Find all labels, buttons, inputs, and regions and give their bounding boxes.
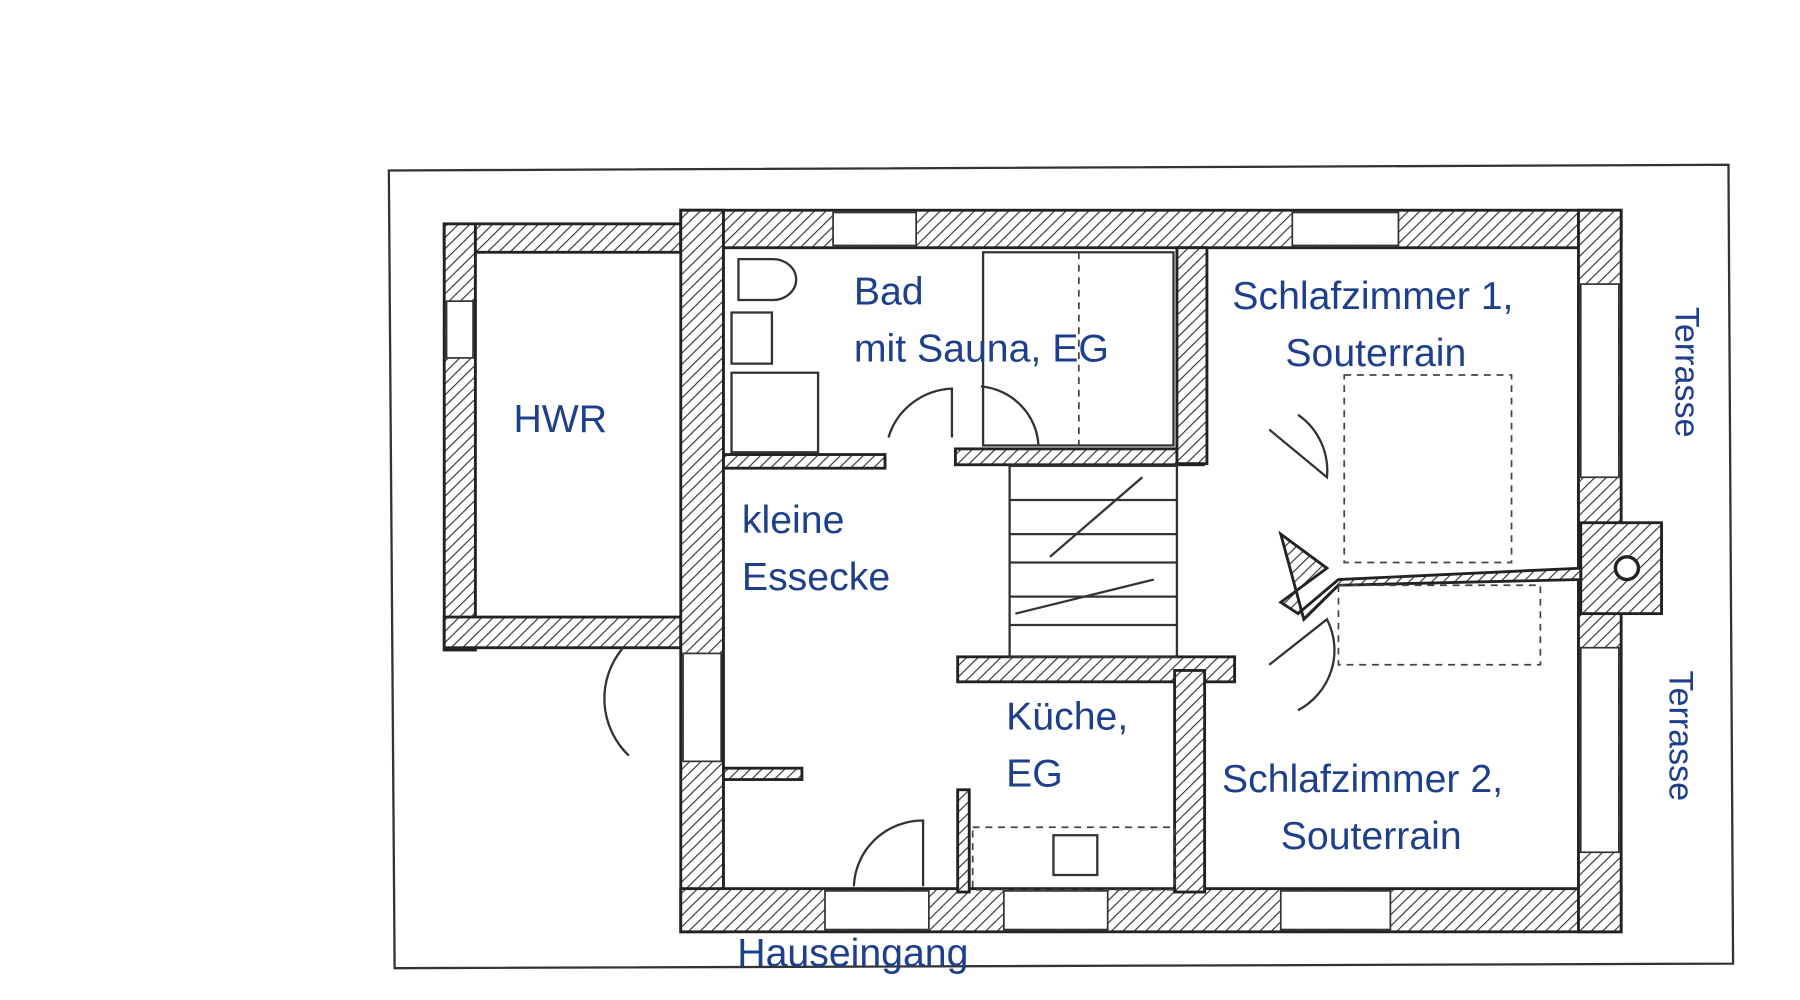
room-label-schlafzimmer2-2: Souterrain — [1281, 815, 1462, 858]
label-hauseingang: Hauseingang — [737, 932, 968, 975]
door-swings — [603, 385, 1336, 887]
chimney-icon — [1613, 555, 1641, 582]
label-terrasse-bottom: Terrasse — [1662, 670, 1700, 801]
interior-walls — [722, 246, 1583, 894]
label-terrasse-top: Terrasse — [1667, 307, 1705, 438]
room-label-essecke-1: kleine — [742, 499, 844, 542]
room-label-schlafzimmer2-1: Schlafzimmer 2, — [1222, 758, 1503, 801]
room-label-bad-2: mit Sauna, EG — [854, 328, 1109, 371]
room-label-kueche-2: EG — [1006, 753, 1063, 796]
furniture-outlines — [971, 374, 1542, 891]
room-label-bad-1: Bad — [854, 271, 924, 314]
staircase — [1008, 464, 1179, 658]
windows — [445, 211, 1620, 931]
room-label-essecke-2: Essecke — [742, 556, 890, 599]
room-label-schlafzimmer1-2: Souterrain — [1285, 332, 1466, 375]
bath-fixtures — [730, 251, 1175, 454]
hwr-walls — [442, 222, 683, 652]
plot-border — [387, 163, 1735, 970]
room-label-kueche-1: Küche, — [1006, 696, 1128, 739]
room-label-schlafzimmer1-1: Schlafzimmer 1, — [1232, 275, 1513, 318]
room-label-hwr: HWR — [513, 398, 607, 441]
